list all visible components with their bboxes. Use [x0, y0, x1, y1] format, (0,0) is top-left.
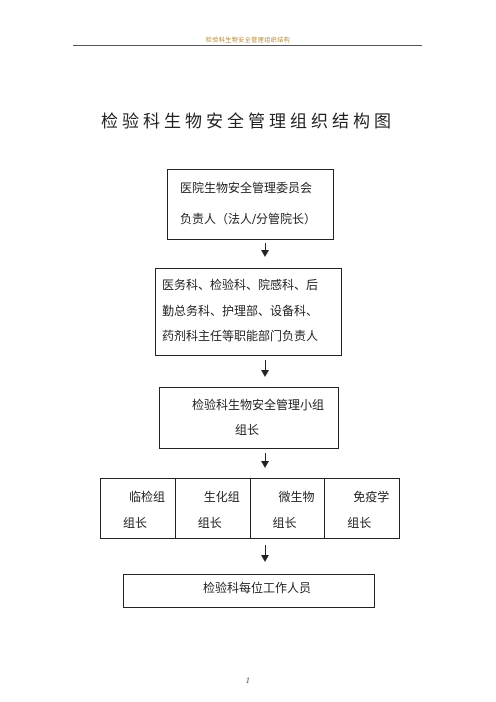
- team-leaders-row: 临检组 组长 生化组 组长 微生物 组长 免疫学 组长: [100, 478, 400, 539]
- team-leader-title: 组长: [347, 516, 372, 530]
- team-leader-box-clinical: 临检组 组长: [101, 479, 176, 538]
- committee-leader: 负责人（法人/分管院长）: [180, 212, 317, 226]
- header-rule: [73, 45, 422, 46]
- lab-safety-group-leader: 组长: [235, 423, 260, 437]
- departments-box: 医务科、检验科、院感科、后 勤总务科、护理部、设备科、 药剂科主任等职能部门负责…: [155, 268, 342, 356]
- staff-box: 检验科每位工作人员: [123, 574, 375, 608]
- page-number: 1: [245, 677, 251, 685]
- running-header: 检验科生物安全管理组织结构: [205, 37, 291, 44]
- arrow-4: [261, 545, 269, 562]
- team-name: 免疫学: [353, 490, 390, 504]
- team-name: 临检组: [129, 490, 166, 504]
- committee-box: 医院生物安全管理委员会 负责人（法人/分管院长）: [167, 169, 334, 240]
- arrow-2: [261, 360, 269, 377]
- departments-line-3: 药剂科主任等职能部门负责人: [162, 329, 319, 343]
- diagram-title: 检验科生物安全管理组织结构图: [101, 112, 395, 132]
- departments-line-1: 医务科、检验科、院感科、后: [162, 278, 319, 292]
- team-name: 微生物: [278, 490, 315, 504]
- lab-safety-group-box: 检验科生物安全管理小组 组长: [159, 387, 339, 449]
- team-leader-box-immuno: 免疫学 组长: [325, 479, 399, 538]
- departments-line-2: 勤总务科、护理部、设备科、: [162, 304, 319, 318]
- staff-label: 检验科每位工作人员: [203, 581, 312, 595]
- team-leader-title: 组长: [197, 516, 222, 530]
- arrow-1: [261, 243, 269, 257]
- team-leader-title: 组长: [272, 516, 297, 530]
- team-leader-box-biochem: 生化组 组长: [176, 479, 251, 538]
- arrow-3: [261, 453, 269, 468]
- committee-name: 医院生物安全管理委员会: [180, 181, 313, 195]
- lab-safety-group-name: 检验科生物安全管理小组: [192, 398, 325, 412]
- team-leader-title: 组长: [123, 516, 148, 530]
- team-leader-box-micro: 微生物 组长: [251, 479, 326, 538]
- team-name: 生化组: [203, 490, 240, 504]
